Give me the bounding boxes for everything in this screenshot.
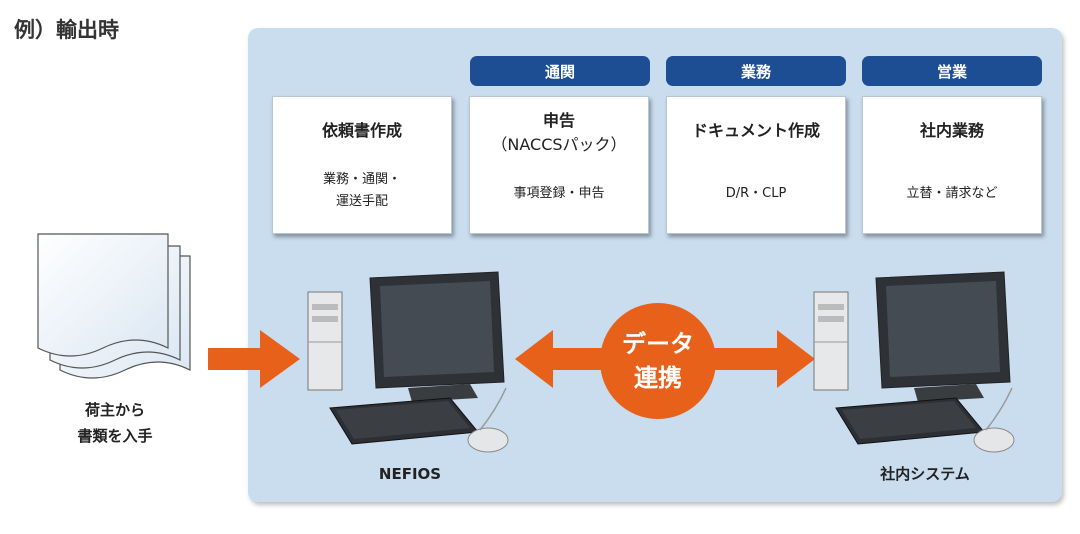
documents-stack-icon [37,233,191,379]
function-box-internal: 社内業務 立替・請求など [862,96,1042,234]
data-link-line1: データ [622,330,694,358]
box-desc: 事項登録・申告 [513,186,605,201]
box-desc: 運送手配 [335,194,388,209]
internal-system-computer-icon [813,271,1015,453]
box-desc: 業務・通関・ [322,172,401,187]
function-box-declaration: 申告 （NACCSパック） 事項登録・申告 [469,96,649,234]
function-box-document: ドキュメント作成 D/R・CLP [666,96,846,234]
nefios-label: NEFIOS [378,465,442,483]
box-title: 社内業務 [919,121,984,140]
box-subtitle: （NACCSパック） [491,135,627,154]
input-arrow-icon [208,330,300,388]
category-header-sales: 営業 [862,56,1042,86]
internal-system-label: 社内システム [880,465,970,483]
box-desc: D/R・CLP [725,186,787,201]
box-title: 申告 [542,111,575,130]
diagram-caption: 例）輸出時 [14,18,119,42]
nefios-computer-icon [307,271,509,453]
documents-label-line1: 荷主から [84,401,145,419]
function-box-request: 依頼書作成 業務・通関・ 運送手配 [272,96,452,234]
box-title: ドキュメント作成 [691,121,820,140]
documents-label-line2: 書類を入手 [77,427,153,445]
category-header-operations: 業務 [666,56,846,86]
data-link-line2: 連携 [634,364,682,392]
category-header-customs: 通関 [470,56,650,86]
box-desc: 立替・請求など [906,186,998,201]
data-link-badge: データ 連携 [600,303,716,419]
box-title: 依頼書作成 [321,121,402,140]
